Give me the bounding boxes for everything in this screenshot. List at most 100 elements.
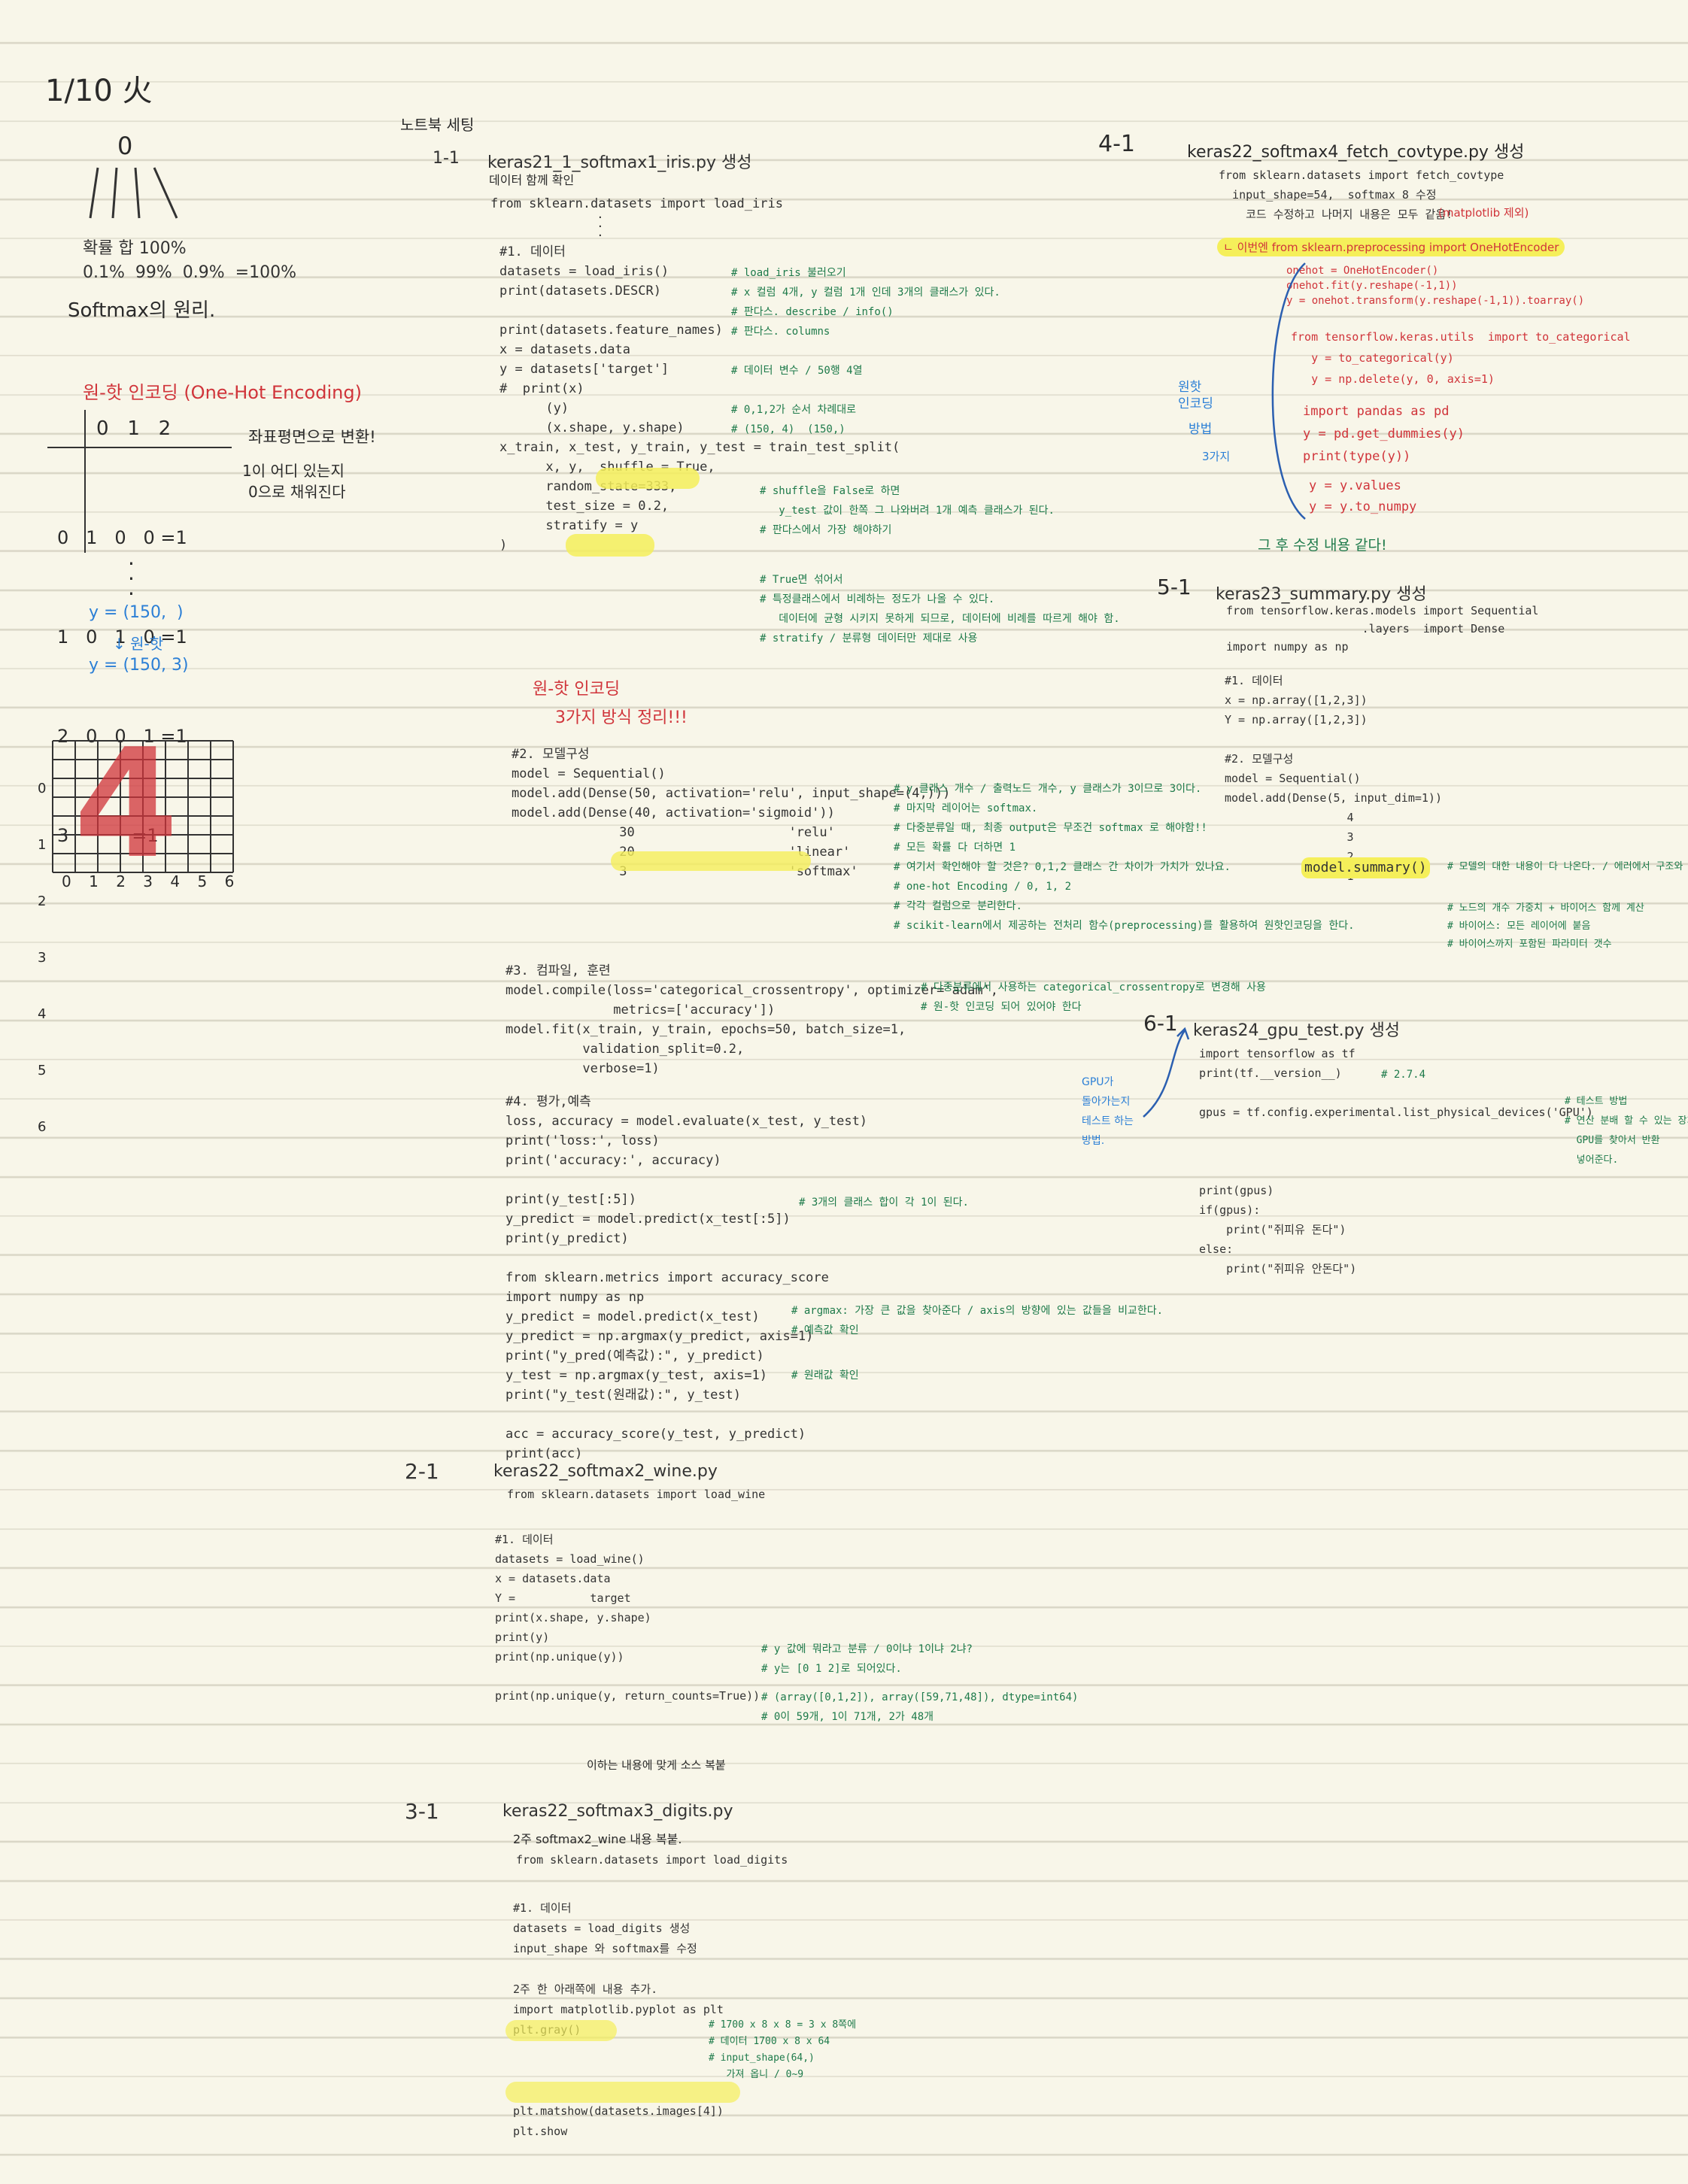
shape-arrow: ↓ 원-핫 <box>113 635 164 653</box>
s4-side-2: 인코딩 <box>1178 396 1213 411</box>
s4-encoder-code: onehot = OneHotEncoder() onehot.fit(y.re… <box>1286 265 1585 307</box>
grid-x-label: 0 <box>62 872 71 890</box>
onehot-note-2: 1이 어디 있는지 <box>242 462 345 480</box>
grid-y-label: 6 <box>38 1119 47 1135</box>
s3-comments: # 1700 x 8 x 8 = 3 x 8쪽에 # 데이터 1700 x 8 … <box>709 2019 857 2080</box>
s4-number: 4-1 <box>1098 131 1135 157</box>
grid-y-labels: 0 1 2 3 4 5 6 <box>38 742 46 1155</box>
s1-compile-comments: # 다중분류에서 사용하는 categorical_crossentropy로 … <box>921 981 1266 1013</box>
zero-label: 0 <box>117 132 133 160</box>
s6-side-note: GPU가 돌아가는지 테스트 하는 방법. <box>1082 1076 1134 1147</box>
s2-code: #1. 데이터 datasets = load_wine() x = datas… <box>495 1533 761 1703</box>
s1-model-comments: # y 클래스 개수 / 출력노드 개수, y 클래스가 3이므로 3이다. #… <box>894 783 1355 932</box>
bracket-icon <box>1271 262 1306 520</box>
s1-eval-comment-3: # 원래값 확인 <box>791 1370 859 1382</box>
highlight-softmax <box>611 851 811 871</box>
grid-x-label: 1 <box>89 872 99 890</box>
shape-after: y = (150, 3) <box>89 656 189 675</box>
s5-number: 5-1 <box>1157 575 1192 599</box>
grid-y-label: 1 <box>38 837 47 853</box>
s5-title: keras23_summary.py 생성 <box>1216 585 1427 604</box>
s5-import: from tensorflow.keras.models import Sequ… <box>1226 604 1539 654</box>
highlight-shuffle <box>596 468 700 489</box>
onehot-title: 원-핫 인코딩 (One-Hot Encoding) <box>83 382 362 403</box>
s2-number: 2-1 <box>405 1459 439 1484</box>
s2-title: keras22_softmax2_wine.py <box>493 1462 718 1481</box>
s4-side-1: 원핫 <box>1178 380 1202 395</box>
softmax-summary: Softmax의 원리. <box>68 299 216 322</box>
s6-number: 6-1 <box>1143 1011 1178 1036</box>
s2-tail: 이하는 내용에 맞게 소스 복붙 <box>587 1758 726 1772</box>
date: 1/10 火 <box>45 74 153 108</box>
s1-eval: #4. 평가,예측 loss, accuracy = model.evaluat… <box>505 1094 868 1461</box>
onehot-header: 0 1 2 <box>96 417 172 440</box>
s4-code: from sklearn.datasets import fetch_covty… <box>1219 168 1504 221</box>
grid-y-label: 5 <box>38 1063 47 1078</box>
s5-code: #1. 데이터 x = np.array([1,2,3]) Y = np.arr… <box>1225 674 1442 883</box>
grid-y-label: 4 <box>38 1006 47 1022</box>
s1-title: keras21_1_softmax1_iris.py 생성 <box>487 153 752 172</box>
probability-lines-icon <box>89 167 178 219</box>
onehot-table-lines-icon <box>47 410 232 553</box>
onehot-red-2: 3가지 방식 정리!!! <box>555 708 688 727</box>
s6-version: # 2.7.4 <box>1381 1069 1426 1081</box>
s4-numpy: y = y.values y = y.to_numpy <box>1309 478 1417 514</box>
s4-side-4: 3가지 <box>1202 450 1231 463</box>
s1-sub: 데이터 함께 확인 <box>489 173 575 187</box>
s6-code: import tensorflow as tf print(tf.__versi… <box>1199 1047 1593 1276</box>
highlight-matshow <box>505 2082 740 2103</box>
s4-title: keras22_softmax4_fetch_covtype.py 생성 <box>1187 143 1525 162</box>
s5-summary: model.summary() <box>1301 857 1430 878</box>
s4-red-note: (matplotlib 제외) <box>1438 206 1529 220</box>
s1-compile: #3. 컴파일, 훈련 model.compile(loss='categori… <box>505 963 999 1076</box>
onehot-note-1: 좌표평면으로 변환! <box>248 428 376 446</box>
grid-digit: 4 <box>74 717 179 892</box>
s5-comments: # 모델의 대한 내용이 다 나온다. / 에러에서 구조와 연산량도 보여줌 <box>1447 861 1683 872</box>
s1-eval-comment-1: # 3개의 클래스 합이 각 1이 된다. <box>799 1197 969 1209</box>
grid-x-label: 4 <box>170 872 181 890</box>
s4-conclude: 그 후 수정 내용 같다! <box>1258 537 1387 554</box>
grid-y-label: 2 <box>38 893 47 909</box>
s3-import: from sklearn.datasets import load_digits <box>516 1853 788 1867</box>
s4-to-categorical: from tensorflow.keras.utils import to_ca… <box>1291 330 1631 386</box>
s6-comments: # 테스트 방법 # 연산 분배 할 수 있는 장치 GPU를 찾아서 반환 넣… <box>1565 1096 1688 1166</box>
grid-y-label: 3 <box>38 950 47 966</box>
grid-y-label: 0 <box>38 781 47 796</box>
grid-x-labels: 0 1 2 3 4 5 6 <box>62 872 234 890</box>
digit-grid <box>52 740 234 873</box>
s1-number: 1-1 <box>433 149 460 168</box>
highlight-plt-gray <box>505 2020 617 2041</box>
ellipsis-icon: · · · <box>598 210 603 244</box>
grid-x-label: 6 <box>224 872 235 890</box>
s6-title: keras24_gpu_test.py 생성 <box>1193 1021 1401 1040</box>
section-header: 노트북 세팅 <box>400 116 475 134</box>
grid-x-label: 3 <box>143 872 153 890</box>
s1-import: from sklearn.datasets import load_iris <box>490 196 783 211</box>
s1-eval-comment-2: # argmax: 가장 큰 값을 찾아준다 / axis의 방향에 있는 값들… <box>791 1305 1164 1336</box>
shape-before: y = (150, ) <box>89 603 184 622</box>
s1-comments-3: # True면 섞어서 # 특정클래스에서 비례하는 정도가 나올 수 있다. … <box>760 574 1120 645</box>
s3-sub: 2주 softmax2_wine 내용 복붙. <box>513 1832 682 1846</box>
s4-side-3: 방법 <box>1189 422 1213 437</box>
onehot-row: 1 0 1 0 =1 <box>57 626 187 648</box>
s5-comments-2: # 노드의 개수 가중치 + 바이어스 함께 계산 # 바이어스: 모든 레이어… <box>1447 902 1644 950</box>
s4-pandas: import pandas as pd y = pd.get_dummies(y… <box>1303 404 1465 464</box>
onehot-rows: 0 1 0 0 =1 1 0 1 0 =1 2 0 0 1 =1 3 =1 <box>57 455 187 885</box>
s4-encoder: ㄴ 이번엔 from sklearn.preprocessing import … <box>1217 238 1565 256</box>
dots-icon: · · · <box>128 551 135 606</box>
onehot-note-3: 0으로 채워진다 <box>248 483 346 501</box>
s1-comments: # load_iris 불러오기 # x 컬럼 4개, y 컬럼 1개 인데 3… <box>731 267 1000 435</box>
s3-title: keras22_softmax3_digits.py <box>502 1802 733 1821</box>
s2-import: from sklearn.datasets import load_wine <box>507 1488 766 1501</box>
arrow-icon <box>1143 1027 1190 1118</box>
s2-comments: # y 값에 뭐라고 분류 / 0이냐 1이냐 2냐? # y는 [0 1 2]… <box>761 1643 973 1675</box>
onehot-row: 0 1 0 0 =1 <box>57 527 187 548</box>
highlight-stratify <box>566 534 654 557</box>
s3-number: 3-1 <box>405 1799 439 1824</box>
s1-comments-2: # shuffle을 False로 하면 y_test 값이 한쪽 그 나와버려… <box>760 485 1055 536</box>
probs-label: 확률 합 100% <box>83 239 187 258</box>
onehot-red-1: 원-핫 인코딩 <box>533 680 621 699</box>
grid-x-label: 2 <box>116 872 126 890</box>
probs-values: 0.1% 99% 0.9% =100% <box>83 263 296 282</box>
